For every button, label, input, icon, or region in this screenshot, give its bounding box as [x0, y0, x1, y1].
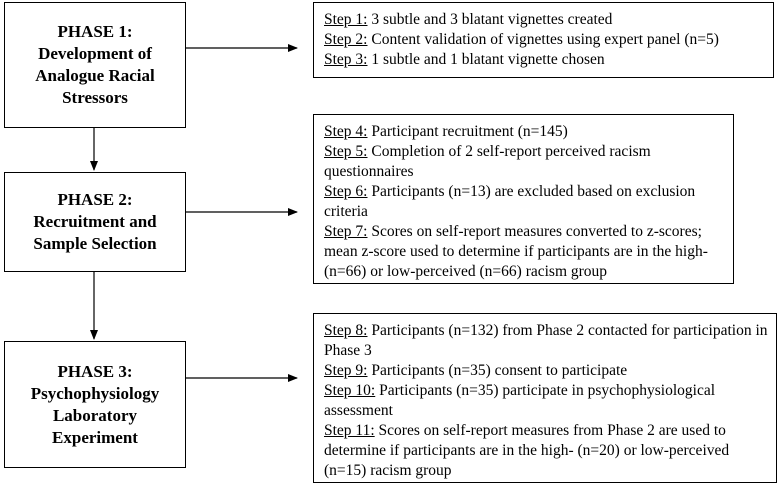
phase-3-box: PHASE 3: Psychophysiology Laboratory Exp… [4, 341, 186, 468]
step-10: Step 10: Participants (n=35) participate… [324, 381, 768, 421]
phase-2-box: PHASE 2: Recruitment and Sample Selectio… [4, 172, 186, 272]
phase-3-title: PHASE 3: [57, 361, 133, 381]
step-2-text: Content validation of vignettes using ex… [367, 31, 719, 48]
step-7-text: Scores on self-report measures converted… [324, 223, 708, 280]
step-6-label: Step 6: [324, 183, 368, 200]
step-11-label: Step 11: [324, 422, 375, 439]
step-7: Step 7: Scores on self-report measures c… [324, 222, 725, 282]
steps-box-phase-1: Step 1: 3 subtle and 3 blatant vignettes… [313, 2, 774, 78]
step-4-label: Step 4: [324, 123, 368, 140]
step-9: Step 9: Participants (n=35) consent to p… [324, 361, 768, 381]
step-4: Step 4: Participant recruitment (n=145) [324, 122, 725, 142]
phase-1-title: PHASE 1: [57, 22, 133, 41]
step-5: Step 5: Completion of 2 self-report perc… [324, 142, 725, 182]
step-8-label: Step 8: [324, 322, 368, 339]
step-1-label: Step 1: [324, 11, 368, 28]
steps-box-phase-2: Step 4: Participant recruitment (n=145) … [313, 114, 734, 284]
step-10-text: Participants (n=35) participate in psych… [324, 382, 716, 419]
step-8-text: Participants (n=132) from Phase 2 contac… [324, 322, 768, 359]
step-5-label: Step 5: [324, 143, 368, 160]
step-3: Step 3: 1 subtle and 1 blatant vignette … [324, 50, 765, 70]
step-3-label: Step 3: [324, 51, 368, 68]
phase-1-line-4: Stressors [62, 88, 128, 107]
steps-box-phase-3: Step 8: Participants (n=132) from Phase … [313, 313, 777, 483]
phase-3-line-2: Psychophysiology [30, 383, 160, 403]
step-2: Step 2: Content validation of vignettes … [324, 30, 765, 50]
step-11: Step 11: Scores on self-report measures … [324, 421, 768, 481]
step-2-label: Step 2: [324, 31, 368, 48]
step-7-label: Step 7: [324, 223, 368, 240]
step-6: Step 6: Participants (n=13) are excluded… [324, 182, 725, 222]
step-11-text: Scores on self-report measures from Phas… [324, 422, 730, 479]
phase-2-title: PHASE 2: [57, 190, 133, 209]
step-4-text: Participant recruitment (n=145) [367, 123, 568, 140]
phase-2-line-2: Recruitment and [33, 212, 157, 231]
step-1-text: 3 subtle and 3 blatant vignettes created [367, 11, 613, 28]
phase-1-line-3: Analogue Racial [35, 66, 155, 85]
step-10-label: Step 10: [324, 382, 376, 399]
step-9-label: Step 9: [324, 362, 368, 379]
step-6-text: Participants (n=13) are excluded based o… [324, 183, 696, 220]
step-9-text: Participants (n=35) consent to participa… [367, 362, 628, 379]
step-8: Step 8: Participants (n=132) from Phase … [324, 321, 768, 361]
step-1: Step 1: 3 subtle and 3 blatant vignettes… [324, 10, 765, 30]
phase-1-box: PHASE 1: Development of Analogue Racial … [4, 2, 186, 128]
step-3-text: 1 subtle and 1 blatant vignette chosen [367, 51, 605, 68]
step-5-text: Completion of 2 self-report perceived ra… [324, 143, 651, 180]
phase-2-line-3: Sample Selection [33, 234, 157, 253]
phase-3-line-4: Experiment [52, 427, 138, 447]
phase-3-line-3: Laboratory [52, 405, 138, 425]
phase-1-line-2: Development of [38, 44, 152, 63]
